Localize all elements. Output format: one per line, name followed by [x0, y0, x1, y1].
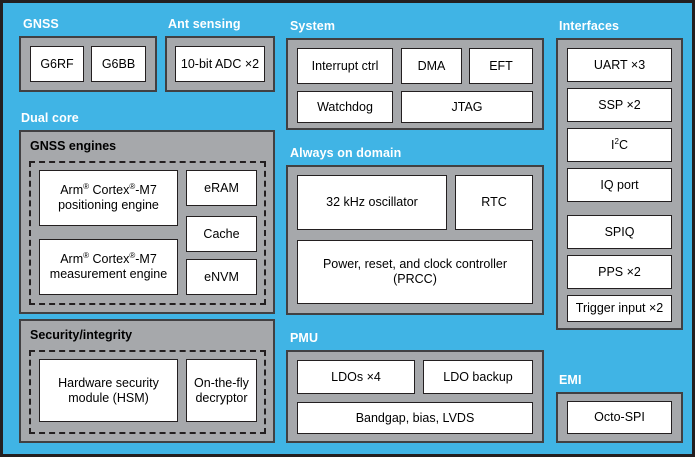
dashed-region-gnss-engines	[29, 161, 266, 305]
prcc-line2: (PRCC)	[393, 272, 437, 286]
decryptor-line1: On-the-fly	[194, 375, 249, 390]
block-10bit-adc[interactable]: 10-bit ADC ×2	[175, 46, 265, 82]
block-eram[interactable]: eRAM	[186, 170, 257, 206]
hsm-line2: module (HSM)	[68, 390, 149, 405]
block-i2c[interactable]: I2C	[567, 128, 672, 162]
block-hardware-security-module[interactable]: Hardware security module (HSM)	[39, 359, 178, 422]
block-prcc[interactable]: Power, reset, and clock controller (PRCC…	[297, 240, 533, 304]
block-cortex-m7-measurement-engine[interactable]: Arm® Cortex®-M7 measurement engine	[39, 239, 178, 295]
block-ldo-backup[interactable]: LDO backup	[423, 360, 533, 394]
block-g6bb[interactable]: G6BB	[91, 46, 146, 82]
block-cortex-m7-positioning-engine[interactable]: Arm® Cortex®-M7 positioning engine	[39, 170, 178, 226]
block-watchdog[interactable]: Watchdog	[297, 91, 393, 123]
group-title-always-on-domain: Always on domain	[290, 146, 402, 160]
registered-mark-icon: ®	[129, 181, 136, 191]
cortex-measurement-line2: measurement engine	[49, 267, 168, 281]
group-title-pmu: PMU	[290, 331, 319, 345]
block-g6rf[interactable]: G6RF	[30, 46, 84, 82]
block-rtc[interactable]: RTC	[455, 175, 533, 230]
group-title-interfaces: Interfaces	[559, 19, 620, 33]
block-trigger-input-x2[interactable]: Trigger input ×2	[567, 295, 672, 322]
cortex-positioning-line2: positioning engine	[58, 198, 159, 212]
cortex-measurement-line1: Arm® Cortex®-M7	[60, 250, 157, 266]
prcc-line1: Power, reset, and clock controller	[322, 257, 508, 271]
block-envm[interactable]: eNVM	[186, 259, 257, 295]
cortex-positioning-line1: Arm® Cortex®-M7	[60, 181, 157, 197]
block-dma[interactable]: DMA	[401, 48, 462, 84]
block-cache[interactable]: Cache	[186, 216, 257, 252]
block-eft[interactable]: EFT	[469, 48, 533, 84]
decryptor-line2: decryptor	[195, 390, 248, 405]
i2c-post: C	[618, 137, 628, 152]
group-title-emi: EMI	[559, 373, 582, 387]
superscript-two-icon: 2	[614, 136, 619, 146]
group-title-system: System	[290, 19, 336, 33]
block-ssp-x2[interactable]: SSP ×2	[567, 88, 672, 122]
block-bandgap-bias-lvds[interactable]: Bandgap, bias, LVDS	[297, 402, 533, 434]
group-title-dual-core: Dual core	[21, 111, 79, 125]
block-spiq[interactable]: SPIQ	[567, 215, 672, 249]
hsm-line1: Hardware security	[58, 375, 159, 390]
block-on-the-fly-decryptor[interactable]: On-the-fly decryptor	[186, 359, 257, 422]
block-uart-x3[interactable]: UART ×3	[567, 48, 672, 82]
registered-mark-icon: ®	[83, 181, 90, 191]
block-pps-x2[interactable]: PPS ×2	[567, 255, 672, 289]
group-label-security-integrity: Security/integrity	[30, 328, 133, 342]
registered-mark-icon: ®	[83, 250, 90, 260]
block-octo-spi[interactable]: Octo-SPI	[567, 401, 672, 434]
block-iq-port[interactable]: IQ port	[567, 168, 672, 202]
registered-mark-icon: ®	[129, 250, 136, 260]
dashed-region-security-integrity	[29, 350, 266, 434]
group-label-gnss-engines: GNSS engines	[30, 139, 117, 153]
group-title-gnss: GNSS	[23, 17, 59, 31]
block-interrupt-ctrl[interactable]: Interrupt ctrl	[297, 48, 393, 84]
group-title-ant-sensing: Ant sensing	[168, 17, 241, 31]
block-jtag[interactable]: JTAG	[401, 91, 533, 123]
block-ldos-x4[interactable]: LDOs ×4	[297, 360, 415, 394]
i2c-pre: I	[611, 137, 615, 152]
block-32khz-oscillator[interactable]: 32 kHz oscillator	[297, 175, 447, 230]
